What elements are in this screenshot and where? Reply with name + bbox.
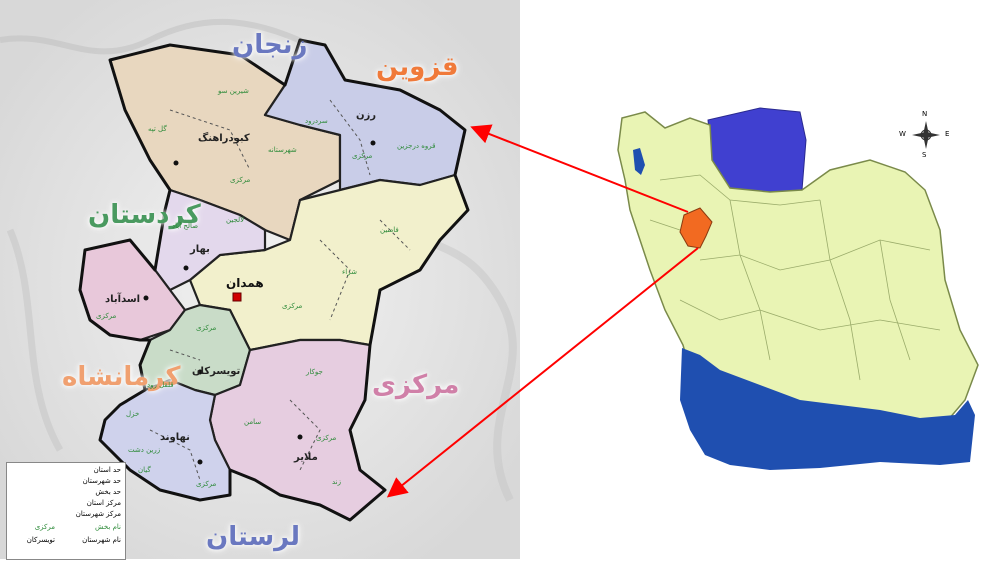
compass-rose [912,121,940,149]
legend-county-name: نام شهرستان [82,536,121,544]
label-malayer-markazi: مرکزی [316,434,337,442]
label-zarrin-dasht: زرین دشت [128,446,161,454]
hamadan-province-map [78,38,470,522]
compass-n: N [922,110,928,118]
legend-province-centre: مرکز استان [86,499,121,507]
label-razan-markazi: مرکزی [352,152,373,160]
label-asad-markazi: مرکزی [96,312,117,320]
label-jowkar: جوکار [306,368,323,376]
label-tuy-markazi: مرکزی [196,324,217,332]
label-famenin: فامنین [380,226,399,234]
arrow-to-lorestan [386,247,699,498]
location-arrows [386,124,699,498]
lake-urmia [633,148,645,175]
label-samen: سامن [244,418,262,426]
label-salehabad: صالح آباد [172,222,199,230]
label-qazvin: قزوین [376,52,459,82]
label-kabudarahang: کبودراهنگ [198,133,250,144]
legend-district-name: نام بخش [94,523,121,531]
label-kurdistan: کردستان [88,200,201,230]
provincial-capital-marker [232,292,242,302]
legend-district-border: حد بخش [95,488,121,496]
legend-province-border: حد استان [93,466,121,474]
label-hamadan-capital: همدان [226,276,264,290]
label-markazi: مرکزی [372,370,460,400]
label-sardrud: سردرود [305,117,328,125]
label-shirinsu: شیرین سو [218,87,249,95]
compass-s: S [922,151,927,159]
legend-county-centre: مرکز شهرستان [75,510,121,518]
arrow-to-qazvin [470,124,689,213]
label-hamadan-markazi: مرکزی [282,302,303,310]
label-lorestan: لرستان [206,522,301,552]
legend-county-border: حد شهرستان [82,477,121,485]
label-shahrestaneh: شهرستانه [268,146,297,154]
label-zanjan: زنجان [232,30,308,60]
label-gol-tappeh: گل تپه [148,125,167,133]
label-kermanshah: کرمانشاه [62,362,181,392]
label-kabud-markazi: مرکزی [230,176,251,184]
label-nahavand: نهاوند [160,432,190,443]
legend-county-example: تویسرکان [26,536,55,544]
county-centre-dots [143,140,376,465]
label-qolqolrud: قلقل رود [147,381,174,389]
label-razan: رزن [356,110,377,121]
label-shara: شراء [342,268,357,276]
persian-gulf [680,348,975,470]
label-qorveh-darjazin: قروه درجزین [397,142,436,150]
hamadan-highlight [679,207,713,249]
legend-district-example: مرکزی [34,523,55,531]
compass-w: W [899,130,906,138]
map-legend: حد استان حد شهرستان حد بخش مرکز استان مر… [6,462,126,560]
label-malayer: ملایر [294,452,318,463]
label-zand: زند [332,478,342,486]
iran-country-map [617,107,979,470]
label-nahavand-markazi: مرکزی [196,480,217,488]
label-tuyserkan: تویسرکان [192,366,241,377]
label-giyan: گیان [138,466,151,474]
label-lalejin: لالجین [226,216,245,224]
label-bahar: بهار [190,244,210,255]
label-khezel: خزل [126,410,140,418]
label-asadabad: اسدآباد [105,294,141,305]
compass-e: E [945,130,950,138]
